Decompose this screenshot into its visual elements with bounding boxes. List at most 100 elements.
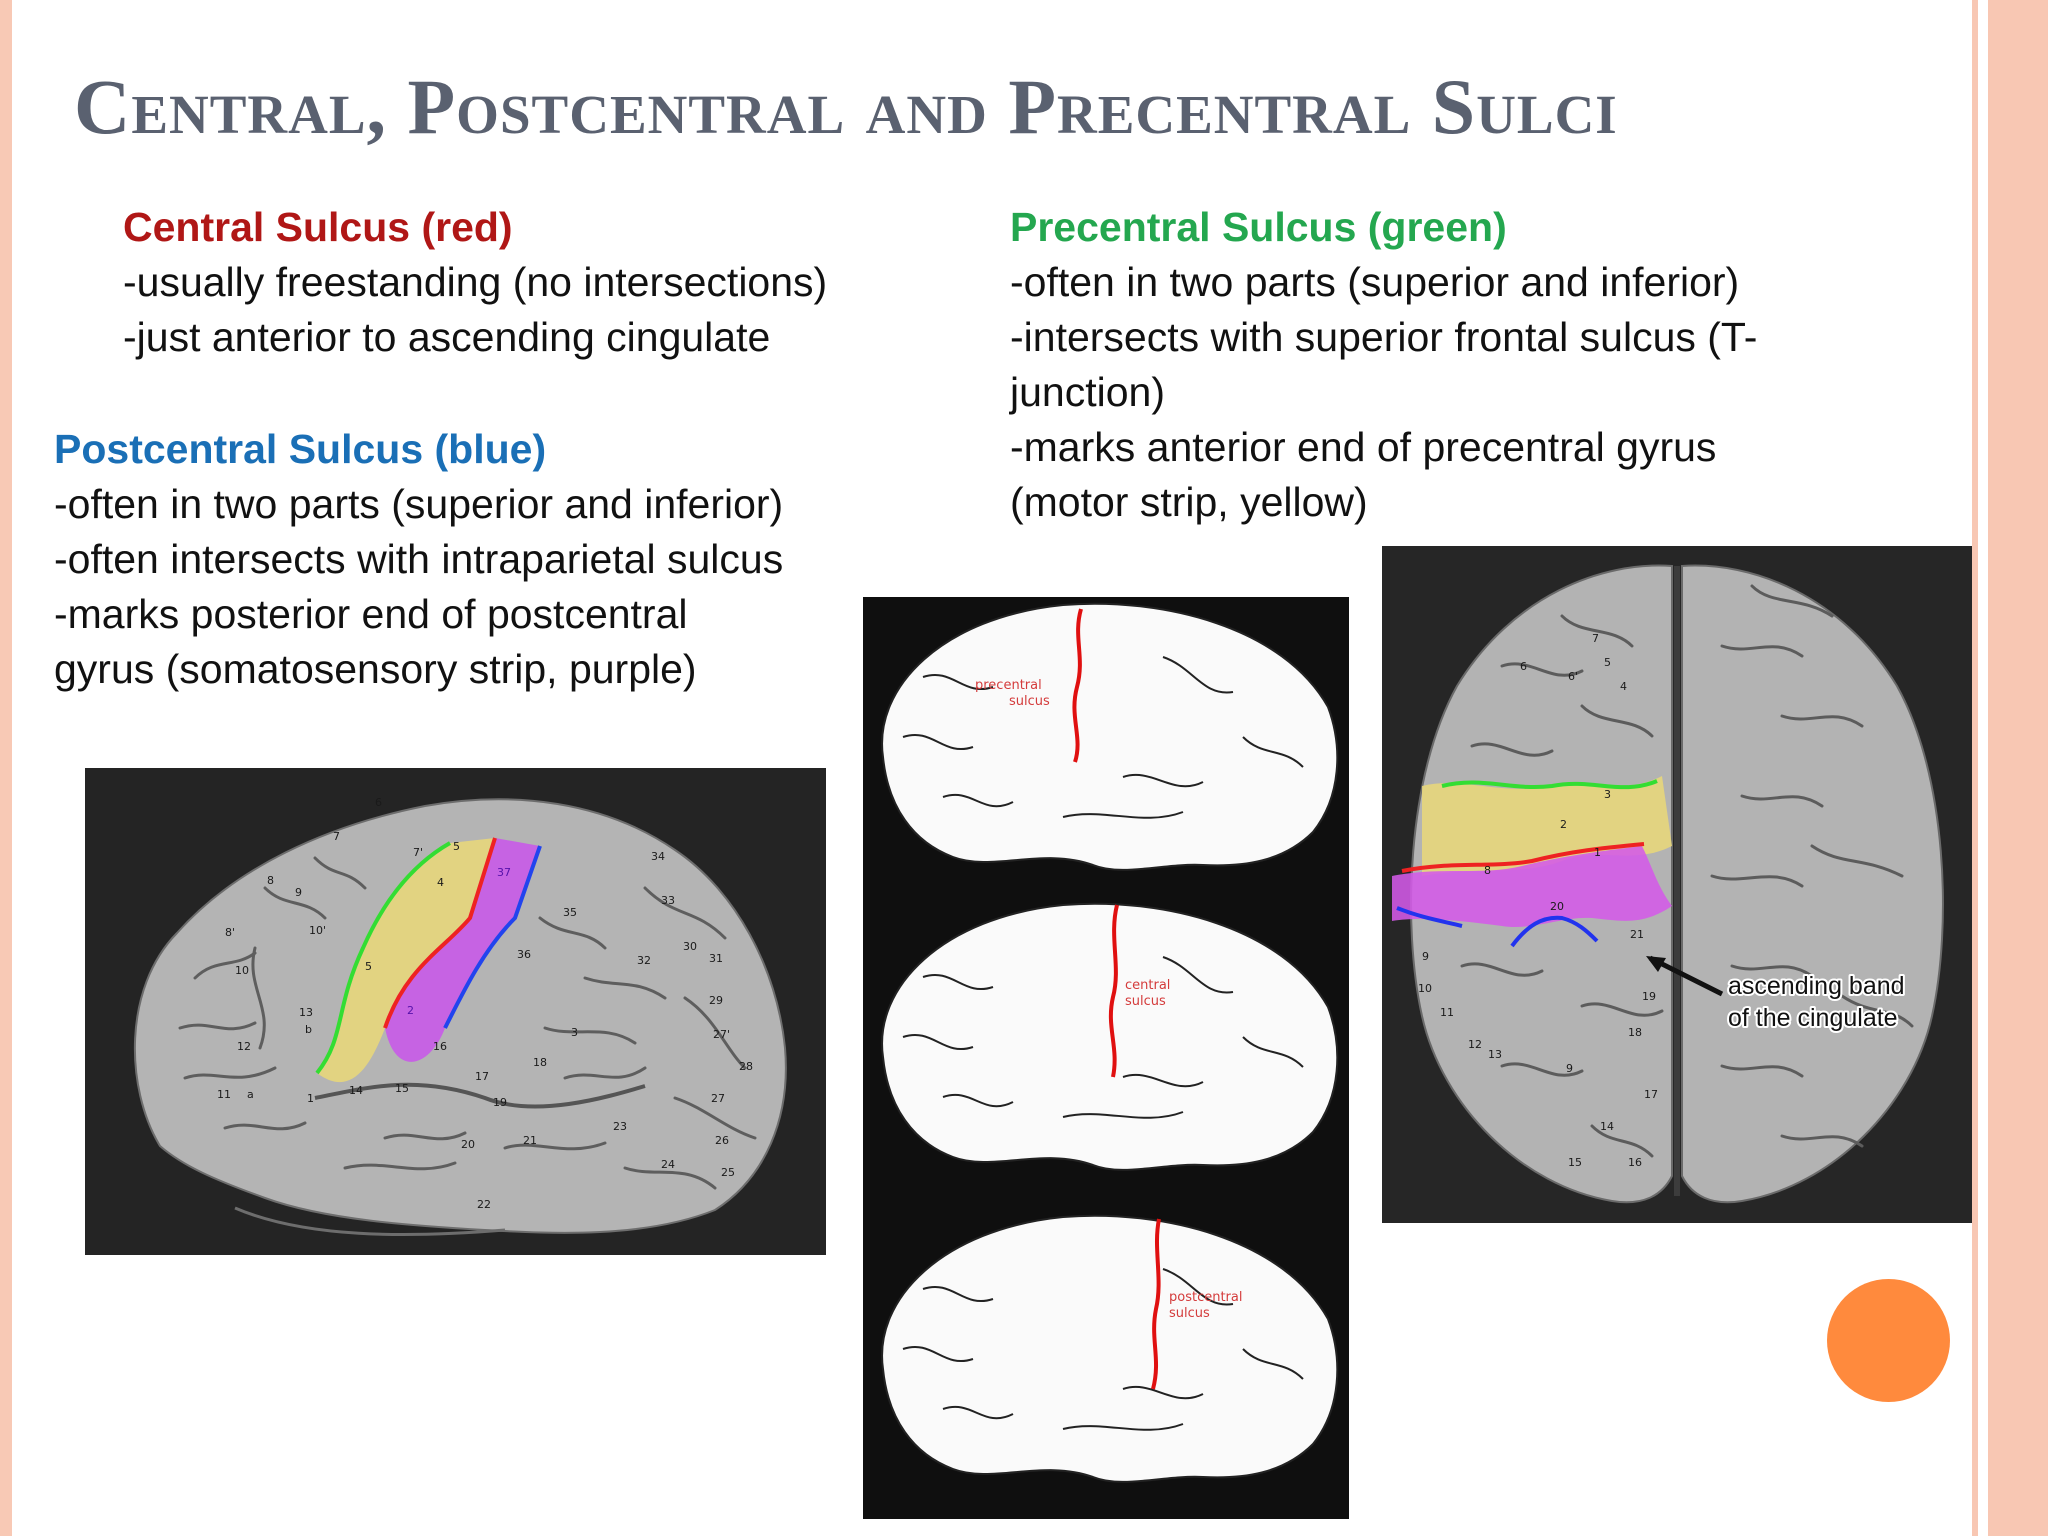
superior-label: 6 <box>1520 660 1527 673</box>
diagram-label: central <box>1125 978 1170 993</box>
lateral-label: 35 <box>563 906 577 919</box>
precentral-sulcus-text: Precentral Sulcus (green) -often in two … <box>1010 200 1757 530</box>
diagram-label: sulcus <box>1125 994 1166 1009</box>
slide-title: Central, Postcentral and Precentral Sulc… <box>74 63 1618 150</box>
bullet-line: -marks posterior end of postcentral <box>54 591 688 637</box>
central-sulcus-text: Central Sulcus (red) -usually freestandi… <box>123 200 827 365</box>
diagram-central: central sulcus <box>881 902 1339 1171</box>
lateral-label: 17 <box>475 1070 489 1083</box>
superior-label: 17 <box>1644 1088 1658 1101</box>
bullet-line: -just anterior to ascending cingulate <box>123 314 771 360</box>
lateral-label: 34 <box>651 850 665 863</box>
lateral-label: 31 <box>709 952 723 965</box>
superior-label: 21 <box>1630 928 1644 941</box>
lateral-label: 29 <box>709 994 723 1007</box>
lateral-label: 21 <box>523 1134 537 1147</box>
diagram-label: postcentral <box>1169 1290 1242 1305</box>
lateral-label: 5 <box>453 840 460 853</box>
lateral-label: 24 <box>661 1158 675 1171</box>
cingulate-annotation-halo: ascending band <box>1728 972 1905 1000</box>
superior-label: 11 <box>1440 1006 1454 1019</box>
postcentral-sulcus-text: Postcentral Sulcus (blue) -often in two … <box>54 422 783 697</box>
lateral-label: 23 <box>613 1120 627 1133</box>
lateral-label: 20 <box>461 1138 475 1151</box>
lateral-label: 30 <box>683 940 697 953</box>
lateral-brain-photo: 6 7 7' 8 8' 9 10 10' 11 a 12 13 b 5 5 4 … <box>85 768 826 1255</box>
lateral-label: 8 <box>267 874 274 887</box>
lateral-label: 28 <box>739 1060 753 1073</box>
central-sulcus-heading: Central Sulcus (red) <box>123 204 513 250</box>
right-frame-stripes <box>1962 0 2048 1536</box>
lateral-label: b <box>305 1023 312 1036</box>
superior-label: 10 <box>1418 982 1432 995</box>
diagram-precentral: precentral sulcus <box>881 602 1339 871</box>
lateral-label: 4 <box>437 876 444 889</box>
cingulate-annotation: of the cingulate <box>1728 1004 1898 1032</box>
superior-label: 2 <box>1560 818 1567 831</box>
lateral-label: a <box>247 1088 254 1101</box>
lateral-label: 27 <box>711 1092 725 1105</box>
bullet-line: -usually freestanding (no intersections) <box>123 259 828 305</box>
precentral-sulcus-heading: Precentral Sulcus (green) <box>1010 204 1507 250</box>
superior-label: 19 <box>1642 990 1656 1003</box>
lateral-label: 36 <box>517 948 531 961</box>
lateral-label: 5 <box>365 960 372 973</box>
superior-label: 13 <box>1488 1048 1502 1061</box>
lateral-label: 18 <box>533 1056 547 1069</box>
lateral-label: 25 <box>721 1166 735 1179</box>
lateral-label: 7' <box>413 846 423 859</box>
superior-label: 7 <box>1592 632 1599 645</box>
superior-label: 6' <box>1568 670 1578 683</box>
bullet-line: -often in two parts (superior and inferi… <box>54 481 784 527</box>
lateral-label: 2 <box>407 1004 414 1017</box>
bullet-line: junction) <box>1010 369 1165 415</box>
superior-label: 1 <box>1594 846 1601 859</box>
superior-label: 16 <box>1628 1156 1642 1169</box>
bullet-line: (motor strip, yellow) <box>1010 479 1368 525</box>
bullet-line: gyrus (somatosensory strip, purple) <box>54 646 697 692</box>
lateral-label: 22 <box>477 1198 491 1211</box>
lateral-label: 14 <box>349 1084 363 1097</box>
lateral-label: 3 <box>571 1026 578 1039</box>
lateral-label: 19 <box>493 1096 507 1109</box>
superior-label: 15 <box>1568 1156 1582 1169</box>
lateral-label: 27' <box>713 1028 730 1041</box>
lateral-label: 11 <box>217 1088 231 1101</box>
superior-label: 9 <box>1422 950 1429 963</box>
lateral-label: 37 <box>497 866 511 879</box>
cingulate-annotation-halo: of the cingulate <box>1728 1004 1898 1032</box>
lateral-label: 8' <box>225 926 235 939</box>
diagram-label: precentral <box>975 678 1042 693</box>
diagram-postcentral: postcentral sulcus <box>881 1214 1339 1483</box>
lateral-label: 10 <box>235 964 249 977</box>
superior-label: 5 <box>1604 656 1611 669</box>
lateral-label: 15 <box>395 1082 409 1095</box>
cingulate-annotation: ascending band <box>1728 972 1905 1000</box>
superior-label: 8 <box>1484 864 1491 877</box>
diagram-label: sulcus <box>1009 694 1050 709</box>
lateral-label: 10' <box>309 924 326 937</box>
orange-accent-circle <box>1827 1279 1950 1402</box>
superior-label: 3 <box>1604 788 1611 801</box>
sulci-diagram-panel: precentral sulcus central sulcus postcen… <box>863 597 1349 1519</box>
lateral-label: 16 <box>433 1040 447 1053</box>
lateral-label: 33 <box>661 894 675 907</box>
superior-label: 18 <box>1628 1026 1642 1039</box>
lateral-label: 7 <box>333 830 340 843</box>
superior-label: 14 <box>1600 1120 1614 1133</box>
lateral-label: 6 <box>375 796 382 809</box>
lateral-label: 9 <box>295 886 302 899</box>
superior-label: 9 <box>1566 1062 1573 1075</box>
postcentral-sulcus-heading: Postcentral Sulcus (blue) <box>54 426 547 472</box>
superior-brain-photo: 7 6 6' 5 4 3 2 1 8 20 21 9 10 11 12 13 1… <box>1382 546 1972 1223</box>
superior-label: 4 <box>1620 680 1627 693</box>
lateral-label: 32 <box>637 954 651 967</box>
left-frame-stripe <box>0 0 12 1536</box>
superior-label: 20 <box>1550 900 1564 913</box>
lateral-label: 26 <box>715 1134 729 1147</box>
lateral-label: 13 <box>299 1006 313 1019</box>
bullet-line: -marks anterior end of precentral gyrus <box>1010 424 1717 470</box>
diagram-label: sulcus <box>1169 1306 1210 1321</box>
superior-label: 12 <box>1468 1038 1482 1051</box>
bullet-line: -often intersects with intraparietal sul… <box>54 536 784 582</box>
